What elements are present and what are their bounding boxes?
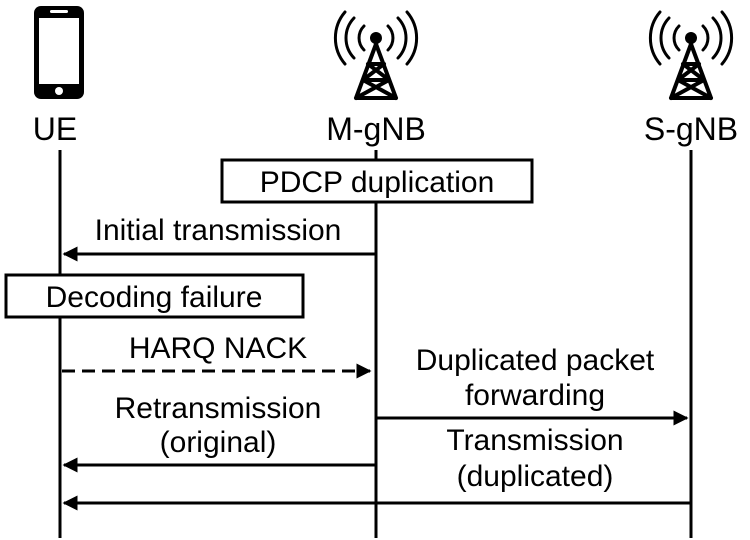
entity-label-sgnb: S-gNB [644,111,738,147]
transmission-label-line1: Transmission [446,424,623,457]
decoding-failure-label: Decoding failure [46,281,263,314]
decoding-failure-box [4,273,305,319]
initial-transmission-label: Initial transmission [95,214,342,247]
transmission-label-line2: (duplicated) [457,460,614,493]
entity-label-ue: UE [33,111,77,147]
pdcp-duplication-box [220,158,534,204]
retransmission-label-line1: Retransmission [115,392,322,425]
entity-label-mgnb: M-gNB [326,111,426,147]
forwarding-label-line1: Duplicated packet [416,344,655,377]
harq-nack-label: HARQ NACK [129,332,307,365]
forwarding-label-line2: forwarding [465,379,605,412]
retransmission-label-line2: (original) [160,426,277,459]
smartphone-icon [34,6,84,99]
cell-tower-icon [648,10,734,100]
pdcp-duplication-label: PDCP duplication [260,166,495,199]
cell-tower-icon [333,10,419,100]
